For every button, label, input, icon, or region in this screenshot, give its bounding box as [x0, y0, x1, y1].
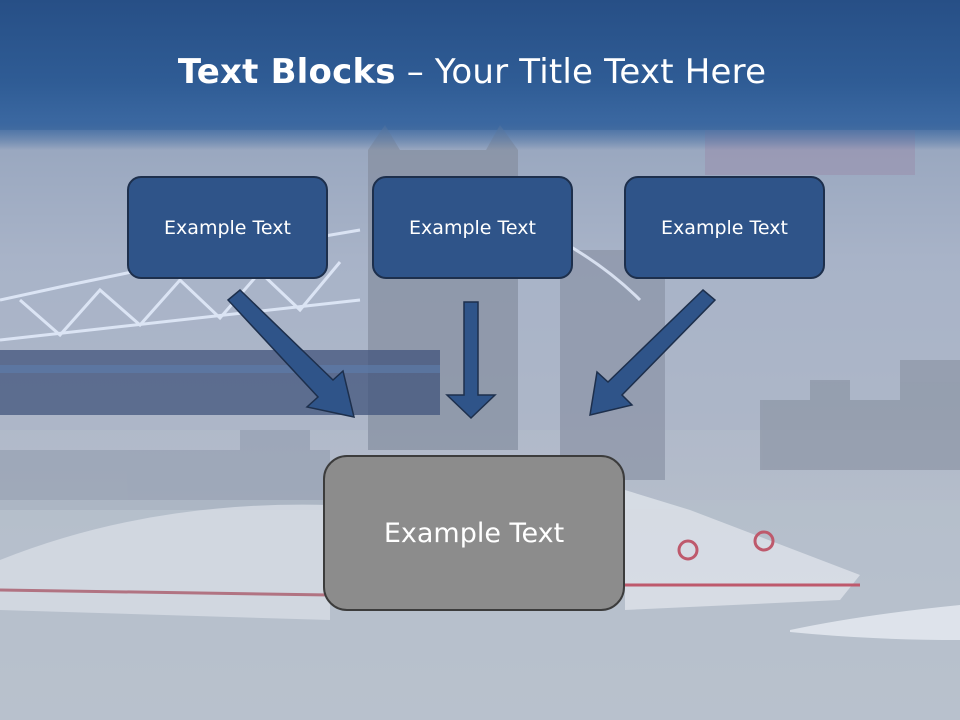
text-block-2[interactable]: Example Text	[372, 176, 573, 279]
boat-wake	[790, 605, 960, 640]
target-block-label: Example Text	[383, 517, 565, 549]
text-block-2-label: Example Text	[409, 216, 536, 239]
boat	[0, 490, 860, 620]
slide-title: Text Blocks – Your Title Text Here	[0, 52, 944, 92]
text-block-1-label: Example Text	[164, 216, 291, 239]
arrow-middle	[445, 301, 497, 420]
text-block-1[interactable]: Example Text	[127, 176, 328, 279]
skyline-right	[760, 360, 960, 470]
arrow-left	[226, 288, 356, 418]
text-block-3-label: Example Text	[661, 216, 788, 239]
title-bold: Text Blocks	[177, 52, 396, 92]
text-block-3[interactable]: Example Text	[624, 176, 825, 279]
title-rest: – Your Title Text Here	[395, 52, 767, 92]
target-block[interactable]: Example Text	[323, 455, 625, 611]
bridge-deck	[0, 350, 440, 415]
arrow-right	[589, 288, 717, 416]
title-bar: Text Blocks – Your Title Text Here	[0, 0, 960, 150]
